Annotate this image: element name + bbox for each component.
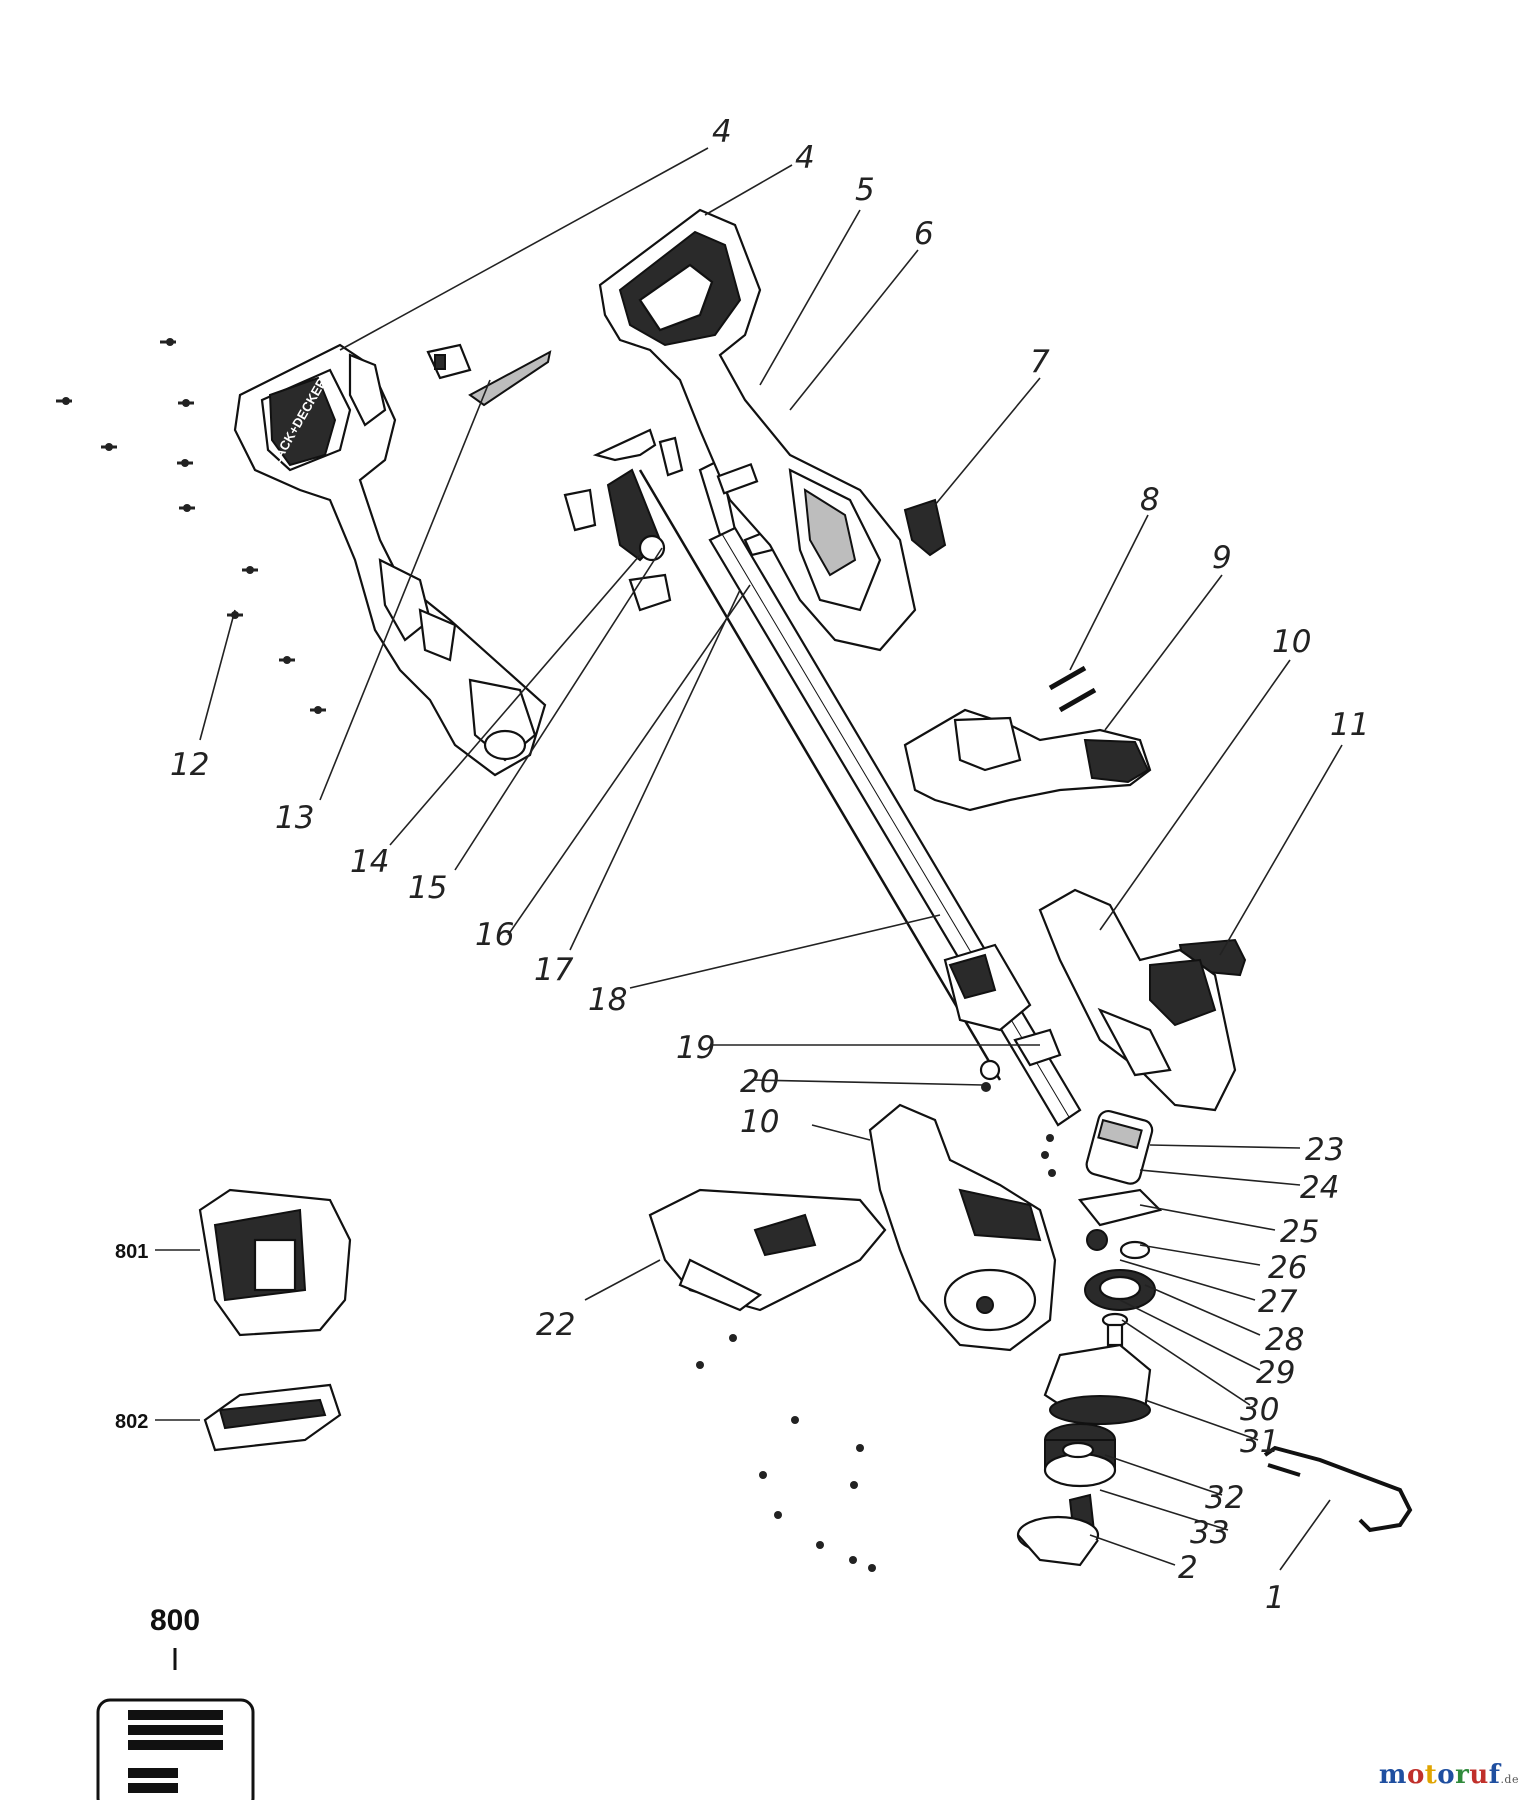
watermark-letter: t — [1424, 1760, 1438, 1790]
callout-25: 25 — [1280, 1214, 1319, 1250]
callout-14: 14 — [350, 844, 389, 880]
charger-801-part — [198, 1188, 352, 1337]
callout-1: 1 — [1265, 1580, 1285, 1616]
spool-housing-part — [1043, 1343, 1152, 1425]
motor-part — [1085, 1109, 1154, 1185]
callout-32: 32 — [1205, 1480, 1244, 1516]
spool-cap-part — [1016, 1493, 1100, 1567]
right-housing-part — [598, 208, 917, 652]
callout-10a: 10 — [1272, 624, 1311, 660]
callout-18: 18 — [588, 982, 627, 1018]
watermark-letter: o — [1437, 1760, 1456, 1790]
edge-guide-wire-part — [1263, 1445, 1413, 1533]
callout-9: 9 — [1212, 540, 1232, 576]
callout-26: 26 — [1268, 1250, 1307, 1286]
lower-housing-part — [868, 1103, 1057, 1352]
callout-2: 2 — [1178, 1550, 1198, 1586]
watermark-letter: r — [1455, 1760, 1470, 1790]
spool-part — [1043, 1423, 1117, 1488]
callout-8: 8 — [1140, 482, 1160, 518]
watermark-tld: .de — [1500, 1773, 1519, 1786]
callout-13: 13 — [275, 800, 314, 836]
callout-27: 27 — [1258, 1284, 1298, 1320]
manual-800-icon — [96, 1648, 255, 1800]
auxiliary-handle-part — [903, 665, 1152, 812]
shaft-tube-part — [638, 469, 1082, 1127]
callout-12: 12 — [170, 747, 209, 783]
watermark-letter: m — [1378, 1760, 1407, 1790]
guard-part — [648, 1188, 887, 1312]
battery-802-part — [203, 1383, 342, 1452]
callout-800: 800 — [150, 1604, 200, 1637]
watermark-letter: u — [1469, 1760, 1489, 1790]
callout-7: 7 — [1030, 344, 1050, 380]
watermark-letter: o — [1406, 1760, 1425, 1790]
lock-button-part — [903, 498, 947, 557]
callout-17: 17 — [534, 952, 574, 988]
callout-28: 28 — [1265, 1322, 1304, 1358]
callout-20: 20 — [740, 1064, 779, 1100]
callout-10b: 10 — [740, 1104, 779, 1140]
callout-4b: 4 — [795, 140, 815, 176]
callout-33: 33 — [1190, 1515, 1229, 1551]
callout-22: 22 — [536, 1307, 575, 1343]
callout-801: 801 — [115, 1241, 148, 1263]
watermark-letter: f — [1488, 1760, 1501, 1790]
switch-assembly-parts — [426, 343, 782, 612]
callout-5: 5 — [855, 172, 875, 208]
motor-housing-part — [1038, 888, 1237, 1112]
callout-19: 19 — [676, 1030, 715, 1066]
callout-11: 11 — [1330, 707, 1369, 743]
callout-31: 31 — [1240, 1424, 1279, 1460]
callout-802: 802 — [115, 1411, 148, 1433]
callout-labels: 4 4 5 6 7 8 9 10 11 12 13 14 15 16 17 18… — [115, 114, 1369, 1637]
callout-23: 23 — [1305, 1132, 1344, 1168]
callout-15: 15 — [408, 870, 447, 906]
watermark-letters: motoruf — [1379, 1760, 1501, 1790]
callout-16: 16 — [475, 917, 514, 953]
callout-24: 24 — [1300, 1170, 1339, 1206]
callout-30: 30 — [1240, 1392, 1279, 1428]
motoruf-watermark: motoruf.de — [1379, 1760, 1519, 1790]
screw-set-bottom — [696, 1082, 1056, 1572]
left-housing-part: BLACK+DECKER — [233, 343, 547, 777]
callout-29: 29 — [1256, 1355, 1295, 1391]
leader-lines — [155, 147, 1343, 1571]
callout-6: 6 — [914, 216, 934, 252]
callout-4a: 4 — [712, 114, 732, 150]
